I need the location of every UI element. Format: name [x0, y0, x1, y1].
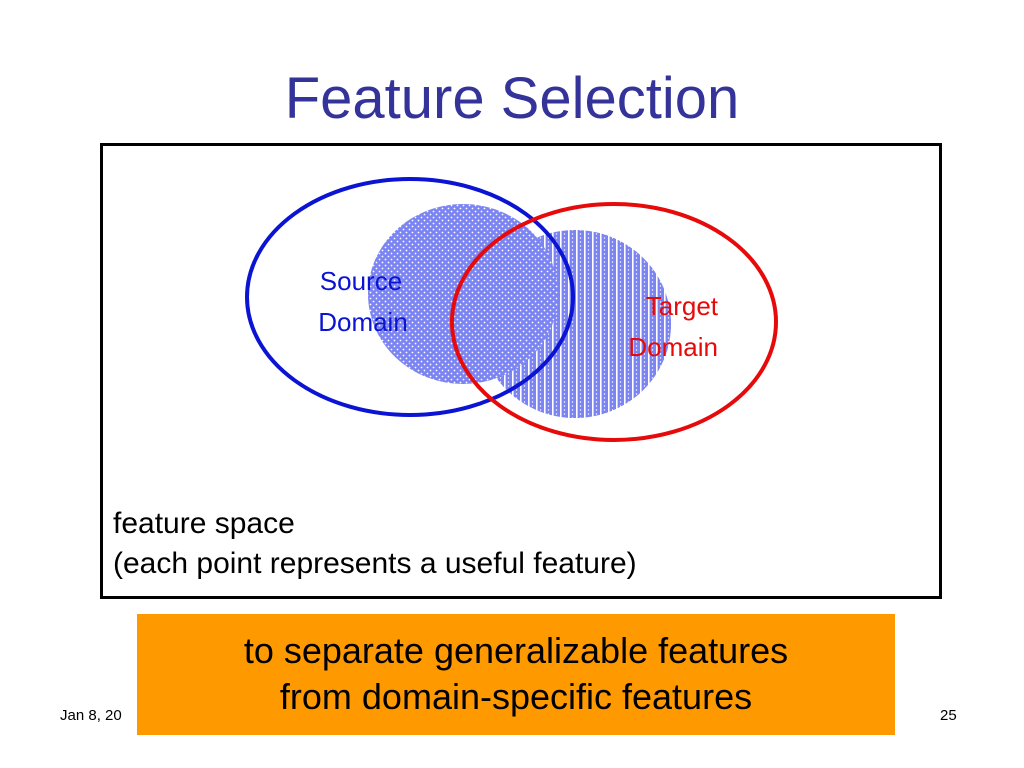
feature-space-label: feature space (each point represents a u… [113, 504, 637, 584]
caption-line2: from domain-specific features [279, 676, 753, 717]
target-domain-ellipse [450, 202, 778, 442]
target-label-line1: Target [646, 291, 719, 321]
feature-space-title: feature space [113, 507, 295, 540]
page-number: 25 [940, 707, 957, 724]
footer-date: Jan 8, 20 [60, 707, 122, 724]
source-label-line2: Domain [318, 307, 408, 337]
feature-space-note: (each point represents a useful feature) [113, 547, 637, 580]
source-label-line1: Source [320, 266, 402, 296]
target-label-line2: Domain [628, 332, 718, 362]
caption-line1: to separate generalizable features [243, 630, 789, 671]
slide-title: Feature Selection [284, 66, 740, 131]
caption-box: to separate generalizable features from … [137, 614, 895, 735]
source-domain-ellipse [245, 177, 575, 417]
